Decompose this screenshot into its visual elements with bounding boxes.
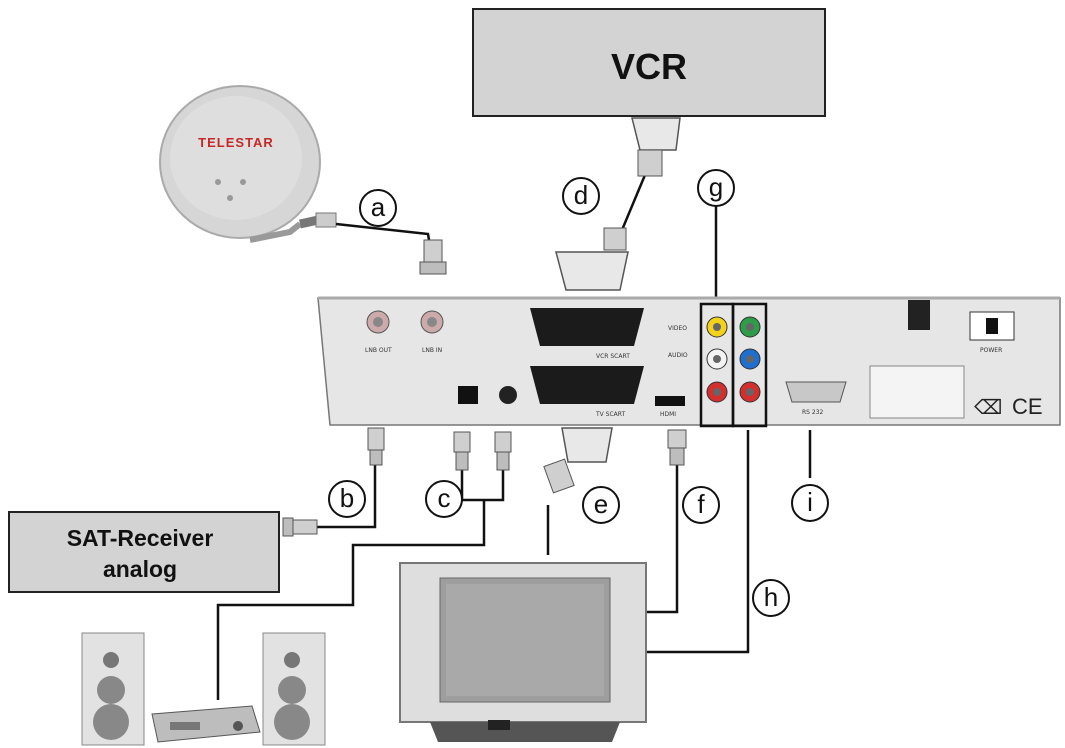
connection-label-e: e <box>582 486 620 524</box>
speaker-left-icon <box>81 632 145 746</box>
connection-label-text: a <box>371 192 386 222</box>
audio-jack-socket <box>499 386 517 404</box>
connection-label-c: c <box>425 480 463 518</box>
sat-receiver-label-line1: SAT-Receiver <box>67 525 214 551</box>
rating-sticker <box>869 365 965 419</box>
dish-brand-logo: TELESTAR <box>198 135 274 150</box>
tv-scart-plug <box>543 427 613 494</box>
connection-label-d: d <box>562 177 600 215</box>
power-cord-plug <box>908 300 930 330</box>
connection-label-a: a <box>359 189 397 227</box>
lnb-in-plug <box>419 239 447 275</box>
connection-label-text: i <box>807 487 813 517</box>
vcr-scart-plug <box>631 117 681 177</box>
connection-label-i: i <box>791 484 829 522</box>
receiver-vcr-scart-plug <box>555 227 629 291</box>
lnb-in-label: LNB IN <box>422 347 442 354</box>
hdmi-label: HDMI <box>660 411 676 418</box>
speaker-right-icon <box>262 632 326 746</box>
connection-label-text: f <box>697 489 705 519</box>
receiver-back-panel: LNB OUT LNB IN VCR SCART TV SCART HDMI V… <box>317 296 1061 428</box>
video-label: VIDEO <box>668 325 687 332</box>
weee-bin-icon: ⌫ <box>974 395 1002 419</box>
connection-label-text: g <box>709 172 723 202</box>
connection-label-text: b <box>340 483 354 513</box>
sat-receiver-plug <box>282 517 318 537</box>
lnb-in-connector: LNB IN <box>420 310 444 354</box>
power-label: POWER <box>980 347 1002 354</box>
connection-label-text: e <box>594 489 608 519</box>
hdmi-plug <box>667 429 687 466</box>
ce-mark: CE <box>1012 394 1043 419</box>
lnb-out-plug <box>367 427 385 466</box>
connection-label-h: h <box>752 579 790 617</box>
audio-plug-left <box>453 431 471 471</box>
connection-label-g: g <box>697 169 735 207</box>
vcr-scart-label: VCR SCART <box>596 353 630 360</box>
connection-label-text: h <box>764 582 778 612</box>
sat-receiver-box: SAT-Receiver analog <box>8 511 280 593</box>
rs232-label: RS 232 <box>802 409 824 416</box>
rca-connector-block <box>699 302 768 428</box>
power-switch: POWER <box>969 311 1015 354</box>
audio-label: AUDIO <box>668 352 688 359</box>
connection-label-text: c <box>438 483 451 513</box>
tv-scart-label: TV SCART <box>595 411 626 418</box>
connection-labels: a b c d e f g h i <box>328 169 829 617</box>
connection-label-text: d <box>574 180 588 210</box>
hdmi-socket: HDMI <box>655 396 685 418</box>
sat-receiver-label-line2: analog <box>103 556 177 582</box>
amplifier-icon <box>151 705 261 743</box>
television-icon <box>399 562 647 742</box>
audio-plug-right <box>494 431 512 471</box>
satellite-dish-icon: TELESTAR <box>159 85 337 243</box>
vcr-box: VCR <box>472 8 826 117</box>
optical-out-socket <box>458 386 478 404</box>
connection-label-f: f <box>682 486 720 524</box>
rs232-socket: RS 232 <box>785 381 847 416</box>
lnb-out-connector: LNB OUT <box>365 310 392 354</box>
connection-label-b: b <box>328 480 366 518</box>
vcr-label: VCR <box>611 46 687 87</box>
tv-scart-socket: TV SCART <box>530 366 644 418</box>
vcr-scart-socket: VCR SCART <box>530 308 644 360</box>
lnb-out-label: LNB OUT <box>365 347 392 354</box>
